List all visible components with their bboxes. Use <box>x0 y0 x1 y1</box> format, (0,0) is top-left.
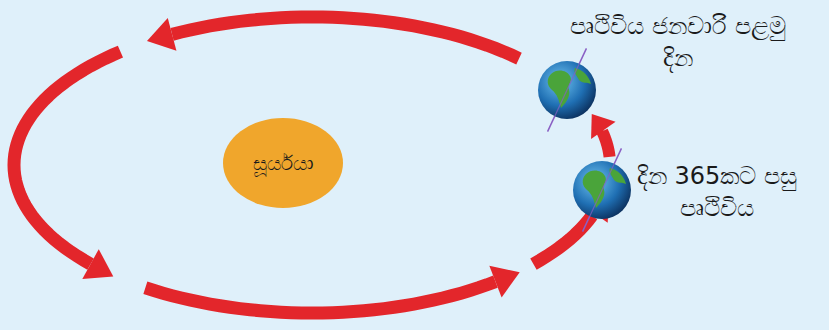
orbit-arrow <box>147 17 519 59</box>
connector-line <box>602 130 609 157</box>
arrowhead <box>82 249 113 279</box>
globe-land <box>583 168 626 208</box>
globe-shape <box>572 160 632 220</box>
globe-shape <box>537 60 597 120</box>
sun-label: සූර්යයා <box>253 151 314 175</box>
orbit-arc <box>533 216 592 264</box>
orbit-arc <box>14 52 120 264</box>
orbit-connector <box>591 114 615 157</box>
earth-axis <box>555 64 580 117</box>
earth-label: දින 365කට පසු පෘථිවිය <box>622 160 812 224</box>
orbit-arc <box>145 282 495 313</box>
globe-ocean <box>538 61 596 119</box>
earth-axis <box>590 164 615 217</box>
arrowhead <box>147 18 176 51</box>
orbit-arrow <box>14 52 120 279</box>
sun-ellipse: සූර්යයා <box>223 118 343 208</box>
globe-ocean <box>573 161 631 219</box>
arrowhead <box>489 266 519 298</box>
arrowhead <box>591 114 615 139</box>
earth-label: පෘථිවිය ජනවාරි පළමු දින <box>569 10 787 74</box>
globe-land <box>548 68 591 108</box>
earth-globe: පෘථිවිය ජනවාරි පළමු දින <box>537 60 597 120</box>
orbit-arc <box>172 17 519 59</box>
sun-fill <box>223 118 343 208</box>
earth-globe: දින 365කට පසු පෘථිවිය <box>572 160 632 220</box>
orbit-arrow <box>145 266 519 313</box>
